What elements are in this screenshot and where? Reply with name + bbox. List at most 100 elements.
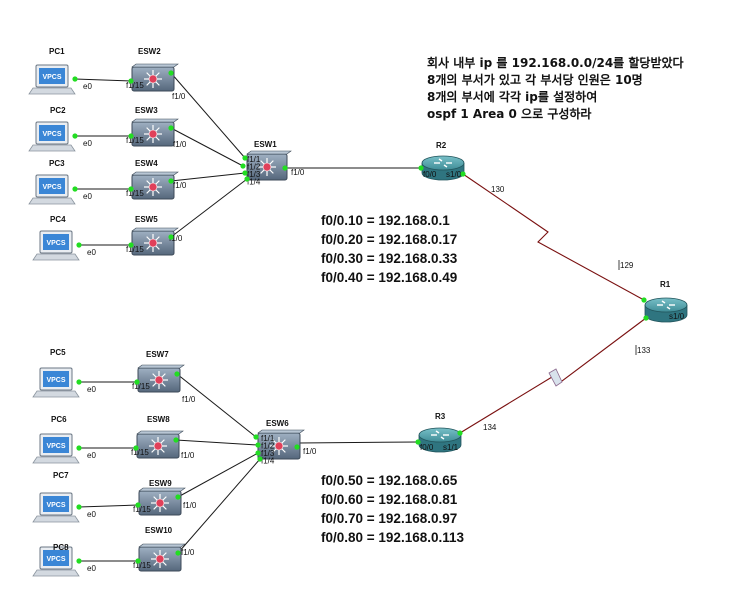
router-body-top <box>418 427 462 443</box>
switch-port-label: f1/4 <box>261 457 275 466</box>
ethernet-link <box>170 172 246 182</box>
keyboard-base <box>28 197 76 205</box>
router-arrow <box>661 300 666 304</box>
vpcs-label: VPCS <box>46 240 65 247</box>
task-description: 회사 내부 ip 를 192.168.0.0/24를 할당받았다 8개의 부서가… <box>427 55 684 123</box>
switch-core-dot <box>148 238 158 248</box>
monitor-screen <box>43 496 69 512</box>
pc-port-label: e0 <box>87 248 96 257</box>
port-status-dot <box>415 439 421 445</box>
port-status-dot <box>240 163 246 169</box>
vpcs-host-icon: VPCS <box>28 174 76 205</box>
subinterface-entry: f0/0.10 = 192.168.0.1 <box>321 213 450 228</box>
r2-subinterface-list: f0/0.10 = 192.168.0.1 f0/0.20 = 192.168.… <box>321 211 457 287</box>
subinterface-entry: f0/0.40 = 192.168.0.49 <box>321 270 458 285</box>
switch-uplink-port-label: f1/0 <box>303 447 317 456</box>
ethernet-link <box>74 78 132 82</box>
switch-name: ESW4 <box>135 159 158 168</box>
switch-uplink-port-label: f1/0 <box>173 181 187 190</box>
keyboard-base <box>32 253 80 261</box>
switch-port-label: f1/15 <box>132 382 150 391</box>
switch-name: ESW9 <box>149 479 172 488</box>
links-layer <box>74 72 647 562</box>
port-status-dot <box>128 78 134 84</box>
switch-name: ESW7 <box>146 350 169 359</box>
serial-link <box>462 173 645 301</box>
switch-port-label: f1/2 <box>261 442 275 451</box>
switch-core-dot <box>154 375 164 385</box>
switch-uplink-port-label: f1/0 <box>173 140 187 149</box>
router-icon <box>644 297 688 323</box>
subinterface-entry: f0/0.70 = 192.168.0.97 <box>321 511 458 526</box>
serial-address-label: 133 <box>637 346 651 355</box>
switch-name: ESW10 <box>145 526 173 535</box>
port-status-dot <box>128 186 134 192</box>
switch-top-edge <box>138 487 186 492</box>
pc-name: PC4 <box>50 215 66 224</box>
serial-address-label: 134 <box>483 423 497 432</box>
switch-name: ESW8 <box>147 415 170 424</box>
ethernet-link <box>177 458 261 554</box>
router-body-top <box>644 297 688 313</box>
switch-uplink-port-label: f1/0 <box>172 92 186 101</box>
task-line: 8개의 부서가 있고 각 부서당 인원은 10명 <box>427 73 643 87</box>
pc-port-label: e0 <box>87 564 96 573</box>
port-status-dot <box>294 444 300 450</box>
task-line: ospf 1 Area 0 으로 구성하라 <box>427 107 592 121</box>
router-port-label: s1/0 <box>446 170 462 179</box>
switch-port-label: f1/15 <box>133 561 151 570</box>
port-status-dot <box>168 234 174 240</box>
port-status-dot <box>76 445 82 451</box>
keyboard-base <box>28 87 76 95</box>
pc-port-label: e0 <box>87 451 96 460</box>
port-status-dot <box>72 133 78 139</box>
subinterface-entry: f0/0.80 = 192.168.0.113 <box>321 530 465 545</box>
r3-subinterface-list: f0/0.50 = 192.168.0.65 f0/0.60 = 192.168… <box>321 471 464 547</box>
ethernet-link <box>176 373 257 438</box>
pc-name: PC5 <box>50 348 66 357</box>
port-status-dot <box>175 550 181 556</box>
switch-name: ESW6 <box>266 419 289 428</box>
serial-address-label: 130 <box>491 185 505 194</box>
monitor-screen <box>43 550 69 566</box>
router-name: R3 <box>435 412 446 421</box>
pc-port-label: e0 <box>87 510 96 519</box>
switch-name: ESW2 <box>138 47 161 56</box>
switch-top-edge <box>138 543 186 548</box>
task-line: 회사 내부 ip 를 192.168.0.0/24를 할당받았다 <box>427 56 684 70</box>
port-status-dot <box>76 558 82 564</box>
port-status-dot <box>174 371 180 377</box>
switch-name: ESW1 <box>254 140 277 149</box>
switch-top-edge <box>136 430 184 435</box>
vpcs-host-icon: VPCS <box>32 546 80 577</box>
vpcs-label: VPCS <box>46 502 65 509</box>
access-switch-icon <box>138 487 186 516</box>
router-port-label: f0/0 <box>423 170 437 179</box>
port-status-dot <box>76 379 82 385</box>
ethernet-link <box>170 72 246 159</box>
switch-core-dot <box>274 441 284 451</box>
port-status-dot <box>173 437 179 443</box>
router-arrow <box>435 430 440 434</box>
switch-port-label: f1/15 <box>126 189 144 198</box>
task-line: 8개의 부서에 각각 ip를 설정하여 <box>427 90 598 104</box>
pc-port-label: e0 <box>83 192 92 201</box>
keyboard-base <box>32 390 80 398</box>
ethernet-link <box>175 439 259 446</box>
vpcs-label: VPCS <box>46 556 65 563</box>
switch-core-dot <box>148 74 158 84</box>
router-body-top <box>421 155 465 171</box>
port-status-dot <box>257 456 263 462</box>
pc-name: PC7 <box>53 471 69 480</box>
pc-port-label: e0 <box>87 385 96 394</box>
switch-uplink-port-label: f1/0 <box>181 548 195 557</box>
pc-port-label: e0 <box>83 82 92 91</box>
ethernet-link <box>170 178 248 238</box>
router-port-label: s1/1 <box>443 443 459 452</box>
access-switch-icon <box>137 364 185 393</box>
router-arrow <box>438 158 443 162</box>
subinterface-entry: f0/0.30 = 192.168.0.33 <box>321 251 458 266</box>
port-status-dot <box>242 155 248 161</box>
